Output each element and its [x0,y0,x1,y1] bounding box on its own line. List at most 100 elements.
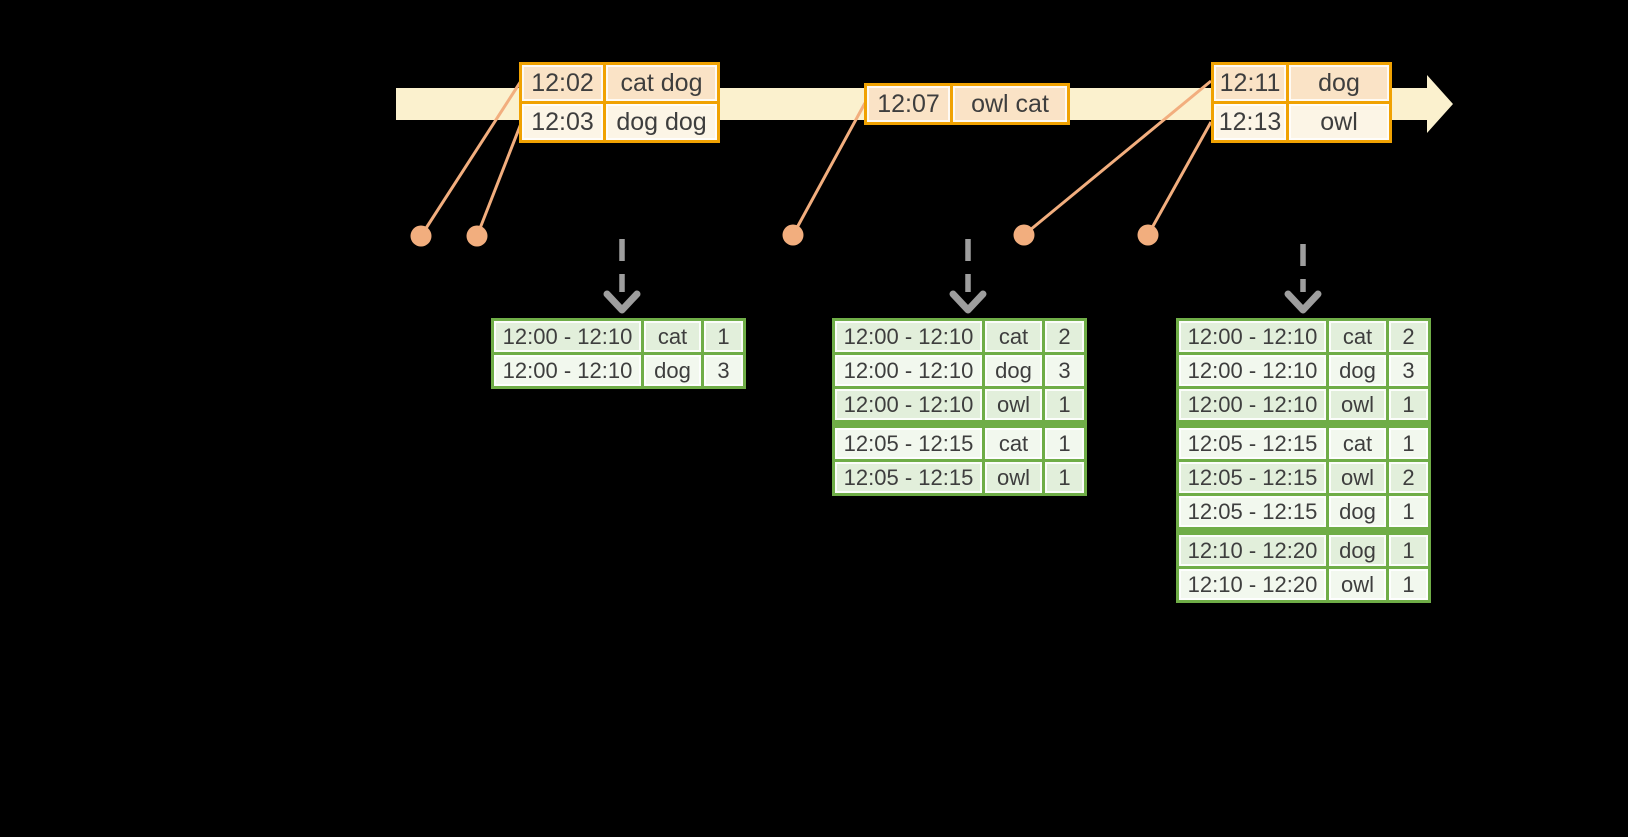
result-row: 12:05 - 12:15 cat 1 [1176,420,1431,462]
event-row: 12:13 owl [1211,101,1392,143]
input-table-batch-1-rows: 12:02 cat dog 12:03 dog dog [519,62,720,143]
event-words-cell: dog [1286,62,1392,104]
event-connector-line [1023,79,1212,237]
count-cell: 1 [1386,566,1431,603]
result-row: 12:10 - 12:20 dog 1 [1176,527,1431,569]
result-row: 12:00 - 12:10 owl 1 [832,386,1087,426]
input-table-batch-1: 12:02 cat dog 12:03 dog dog [519,62,720,143]
event-row: 12:02 cat dog [519,62,720,104]
event-row: 12:11 dog [1211,62,1392,104]
window-cell: 12:10 - 12:20 [1176,527,1329,569]
result-row: 12:05 - 12:15 owl 2 [1176,459,1431,496]
trigger-arrowhead-icon [603,290,641,314]
word-cell: owl [982,386,1045,426]
word-cell: owl [982,459,1045,496]
word-cell: dog [1326,493,1389,533]
event-row: 12:03 dog dog [519,101,720,143]
result-table-1: 12:00 - 12:10 cat 1 12:00 - 12:10 dog 3 [491,318,746,389]
result-table-2: 12:00 - 12:10 cat 2 12:00 - 12:10 dog 3 … [832,318,1087,496]
word-cell: cat [1326,318,1389,355]
count-cell: 1 [1386,493,1431,533]
result-row: 12:00 - 12:10 dog 3 [491,352,746,389]
event-dot [1013,224,1035,246]
event-words-cell: owl cat [950,83,1070,125]
word-cell: dog [1326,352,1389,389]
result-row: 12:10 - 12:20 owl 1 [1176,566,1431,603]
word-cell: dog [982,352,1045,389]
window-cell: 12:10 - 12:20 [1176,566,1329,603]
timeline-arrowhead-icon [1427,75,1453,133]
window-cell: 12:00 - 12:10 [1176,352,1329,389]
event-dot [1137,224,1159,246]
result-row: 12:00 - 12:10 owl 1 [1176,386,1431,426]
event-dot [410,225,432,247]
window-cell: 12:05 - 12:15 [832,459,985,496]
result-row: 12:00 - 12:10 cat 1 [491,318,746,355]
window-cell: 12:00 - 12:10 [491,352,644,389]
result-row: 12:00 - 12:10 dog 3 [1176,352,1431,389]
count-cell: 2 [1042,318,1087,355]
count-cell: 1 [1042,420,1087,462]
window-cell: 12:00 - 12:10 [1176,318,1329,355]
word-cell: cat [982,318,1045,355]
result-table-3-rows: 12:00 - 12:10 cat 2 12:00 - 12:10 dog 3 … [1176,318,1431,603]
event-time-cell: 12:07 [864,83,953,125]
input-table-batch-2-rows: 12:07 owl cat [864,83,1070,125]
window-cell: 12:05 - 12:15 [1176,420,1329,462]
count-cell: 1 [1386,527,1431,569]
word-cell: owl [1326,459,1389,496]
count-cell: 1 [1042,386,1087,426]
trigger-arrowhead-icon [1284,290,1322,314]
event-words-cell: dog dog [603,101,720,143]
word-cell: owl [1326,566,1389,603]
input-table-batch-3-rows: 12:11 dog 12:13 owl [1211,62,1392,143]
input-table-batch-2: 12:07 owl cat [864,83,1070,125]
window-cell: 12:05 - 12:15 [832,420,985,462]
word-cell: cat [1326,420,1389,462]
count-cell: 2 [1386,318,1431,355]
window-cell: 12:00 - 12:10 [1176,386,1329,426]
count-cell: 3 [1042,352,1087,389]
count-cell: 1 [1042,459,1087,496]
event-connector-line [419,80,523,237]
window-cell: 12:05 - 12:15 [1176,459,1329,496]
event-time-cell: 12:02 [519,62,606,104]
result-row: 12:05 - 12:15 cat 1 [832,420,1087,462]
event-connector-line [791,102,867,236]
event-time-cell: 12:11 [1211,62,1289,104]
word-cell: dog [1326,527,1389,569]
count-cell: 1 [701,318,746,355]
event-row: 12:07 owl cat [864,83,1070,125]
word-cell: cat [982,420,1045,462]
count-cell: 2 [1386,459,1431,496]
result-table-3: 12:00 - 12:10 cat 2 12:00 - 12:10 dog 3 … [1176,318,1431,603]
word-cell: owl [1326,386,1389,426]
window-cell: 12:00 - 12:10 [832,386,985,426]
result-row: 12:00 - 12:10 cat 2 [832,318,1087,355]
count-cell: 1 [1386,386,1431,426]
event-words-cell: owl [1286,101,1392,143]
event-time-cell: 12:13 [1211,101,1289,143]
window-cell: 12:00 - 12:10 [832,352,985,389]
event-time-cell: 12:03 [519,101,606,143]
event-dot [782,224,804,246]
event-connector-line [475,120,524,237]
trigger-arrowhead-icon [949,290,987,314]
result-row: 12:00 - 12:10 dog 3 [832,352,1087,389]
event-words-cell: cat dog [603,62,720,104]
result-row: 12:05 - 12:15 owl 1 [832,459,1087,496]
count-cell: 3 [1386,352,1431,389]
input-table-batch-3: 12:11 dog 12:13 owl [1211,62,1392,143]
window-cell: 12:00 - 12:10 [832,318,985,355]
result-row: 12:05 - 12:15 dog 1 [1176,493,1431,533]
count-cell: 1 [1386,420,1431,462]
result-table-2-rows: 12:00 - 12:10 cat 2 12:00 - 12:10 dog 3 … [832,318,1087,496]
event-connector-line [1146,121,1213,236]
result-table-1-rows: 12:00 - 12:10 cat 1 12:00 - 12:10 dog 3 [491,318,746,389]
count-cell: 3 [701,352,746,389]
window-cell: 12:00 - 12:10 [491,318,644,355]
result-row: 12:00 - 12:10 cat 2 [1176,318,1431,355]
word-cell: cat [641,318,704,355]
word-cell: dog [641,352,704,389]
